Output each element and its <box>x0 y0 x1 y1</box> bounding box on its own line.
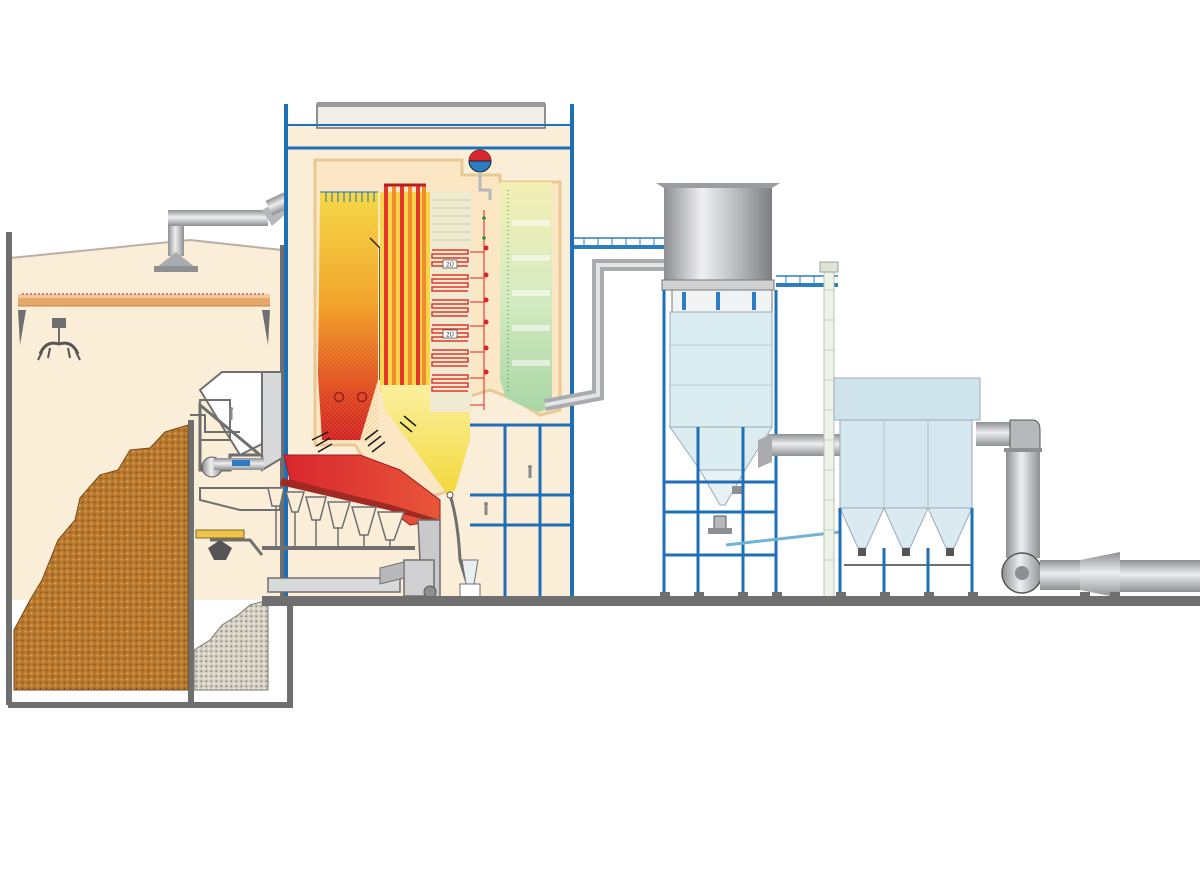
furnace-roof-tubes <box>320 191 378 202</box>
bunker-crane-rail <box>18 293 270 345</box>
superheater-coils <box>431 249 469 392</box>
radiant-pass-bottom <box>380 385 470 495</box>
grate-drive-links <box>262 506 415 550</box>
second-pass <box>380 192 430 392</box>
superheater-links <box>470 210 485 410</box>
bottom-ash-pile <box>193 599 269 691</box>
superheater-green-dots <box>482 216 486 240</box>
evaporator-tube-bundle <box>384 183 426 385</box>
svg-text:2Ü: 2Ü <box>446 332 454 339</box>
grate-siftings-hoppers <box>267 487 406 541</box>
worker-figure-icon <box>229 407 532 515</box>
superheater-header-dots <box>483 245 489 375</box>
superheater-hatching <box>432 199 470 241</box>
service-ladder <box>819 261 839 601</box>
waste-bunker-pit <box>8 420 293 708</box>
walkway-bridge-upper <box>574 237 664 249</box>
fabric-filter <box>833 377 981 566</box>
secondary-air-nozzles <box>311 415 417 453</box>
ash-discharger <box>267 519 441 601</box>
superheater-tag-lower: 2Ü <box>442 329 458 339</box>
ground-level <box>262 592 1200 606</box>
spray-dryer-absorber <box>656 183 780 506</box>
absorber-to-filter-duct <box>758 434 840 468</box>
crane-grab-icon <box>37 318 81 361</box>
filter-outlet-duct <box>976 419 1042 558</box>
ash-extractor <box>195 487 281 560</box>
economizer-pass <box>500 182 552 412</box>
feed-hopper <box>190 371 283 472</box>
filter-support-frame <box>838 508 974 600</box>
superheater-tag-upper: 2Ü <box>442 259 458 269</box>
boiler-outlet-flue-duct <box>543 259 665 411</box>
svg-text:2Ü: 2Ü <box>446 262 454 269</box>
absorber-blowers <box>708 515 732 534</box>
burner-icon <box>333 391 368 403</box>
steam-drum-icon <box>468 149 492 200</box>
primary-air-fan-icon <box>201 456 264 478</box>
reagent-line <box>725 530 841 547</box>
induced-draft-fan-icon <box>1001 552 1200 598</box>
economizer-bands <box>512 220 550 366</box>
waste-pile <box>13 424 189 691</box>
furnace-waterwall <box>320 192 378 442</box>
